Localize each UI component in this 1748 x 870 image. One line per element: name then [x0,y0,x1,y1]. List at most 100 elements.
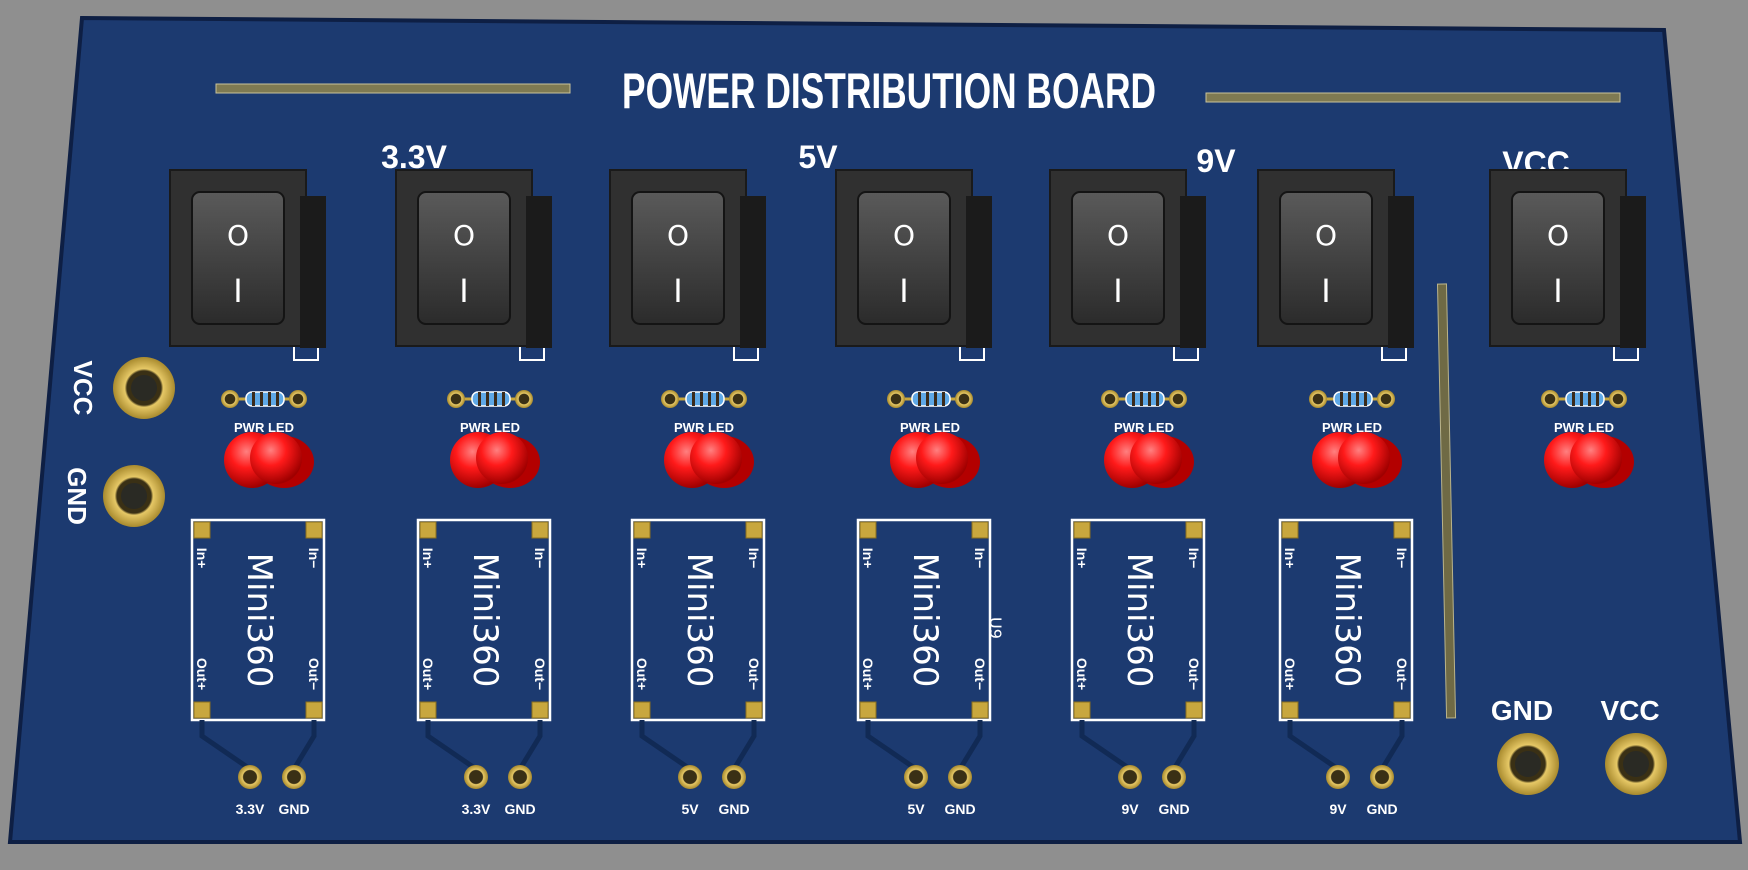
output-pad-gnd[interactable] [948,765,972,789]
module-pad [531,701,549,719]
module-pad [419,701,437,719]
resistor [1309,390,1395,408]
led-label: PWR LED [674,420,734,435]
switch-rocker [1279,191,1373,325]
output-pad-gnd[interactable] [282,765,306,789]
switch-rocker [1071,191,1165,325]
output-pad-gnd[interactable] [1370,765,1394,789]
resistor-band [260,392,263,406]
resistor-band [942,392,945,406]
rocker-switch[interactable]: OI [169,169,326,361]
output-pad-gnd[interactable] [508,765,532,789]
output-voltage-label: 5V [907,801,925,817]
led-lens [1130,432,1182,484]
resistor-band [1364,392,1367,406]
right-terminal-vcc[interactable] [1605,733,1667,795]
module-pad [745,521,763,539]
module-pad [305,521,323,539]
rocker-switch[interactable]: OI [609,169,766,361]
board-title: POWER DISTRIBUTION BOARD [622,63,1156,119]
module-name: Mini360 [679,553,719,688]
resistor-pad [1101,390,1119,408]
resistor-pad [289,390,307,408]
trace-out [425,720,478,772]
trace-gnd [517,720,543,771]
resistor-band [1340,392,1343,406]
left-terminal-vcc-label: VCC [68,361,98,416]
rocker-switch[interactable]: OI [1049,169,1206,361]
resistor-body [245,391,285,407]
module-pad [859,701,877,719]
output-pad-voltage[interactable] [464,765,488,789]
module-pad [419,521,437,539]
resistor-body [911,391,951,407]
switch-on-symbol: I [899,272,908,310]
module-name: Mini360 [465,553,505,688]
module-pad [531,521,549,539]
module-pad [1393,701,1411,719]
rocker-switch[interactable]: OI [835,169,992,361]
pad-ring [508,765,532,789]
right-terminal-gnd[interactable] [1497,733,1559,795]
pad-ring [282,765,306,789]
pin-label-out-plus: Out+ [860,658,876,690]
led-lens [250,432,302,484]
switch-side [526,196,552,348]
output-pad-gnd[interactable] [1162,765,1186,789]
output-pad-voltage[interactable] [904,765,928,789]
output-gnd-label: GND [278,801,309,817]
resistor-band [1356,392,1359,406]
resistor [1101,390,1187,408]
rocker-switch[interactable]: OI [1257,169,1414,361]
switch-rocker [631,191,725,325]
power-led [1544,432,1634,488]
resistor-band [494,392,497,406]
pin-label-out-plus: Out+ [1074,658,1090,690]
module-pad [971,521,989,539]
vertical-bar [1436,283,1457,719]
power-led [890,432,980,488]
led-label: PWR LED [1114,420,1174,435]
left-terminal-gnd[interactable] [103,465,165,527]
resistor-band [926,392,929,406]
module-pad [745,701,763,719]
led-lens [476,432,528,484]
trace-out [639,720,692,772]
output-voltage-label: 5V [681,801,699,817]
pin-label-out-plus: Out+ [194,658,210,690]
module-pad [1185,701,1203,719]
resistor-band [1132,392,1135,406]
pad-ring [722,765,746,789]
output-pad-gnd[interactable] [722,765,746,789]
led-label: PWR LED [460,420,520,435]
trace-out [1079,720,1132,772]
pad-ring [1118,765,1142,789]
resistor-band [252,392,255,406]
led-label: PWR LED [1554,420,1614,435]
trace-out [1287,720,1340,772]
output-pad-voltage[interactable] [1118,765,1142,789]
led-label: PWR LED [900,420,960,435]
rocker-switch[interactable]: OI [395,169,552,361]
output-pad-voltage[interactable] [1326,765,1350,789]
module-outline [630,518,766,722]
output-pad-voltage[interactable] [238,765,262,789]
module-name: Mini360 [239,553,279,688]
rocker-switch[interactable]: OI [1489,169,1646,361]
resistor-band [934,392,937,406]
pin-label-in-minus: In− [1186,548,1202,569]
mini360-module: In+In−Out+Out−Mini360 [1070,518,1206,722]
pin-label-out-minus: Out− [532,658,548,690]
output-pad-voltage[interactable] [678,765,702,789]
switch-rocker [191,191,285,325]
left-terminal-vcc[interactable] [113,357,175,419]
resistor-band [1348,392,1351,406]
switch-side [966,196,992,348]
module-pad [1393,521,1411,539]
